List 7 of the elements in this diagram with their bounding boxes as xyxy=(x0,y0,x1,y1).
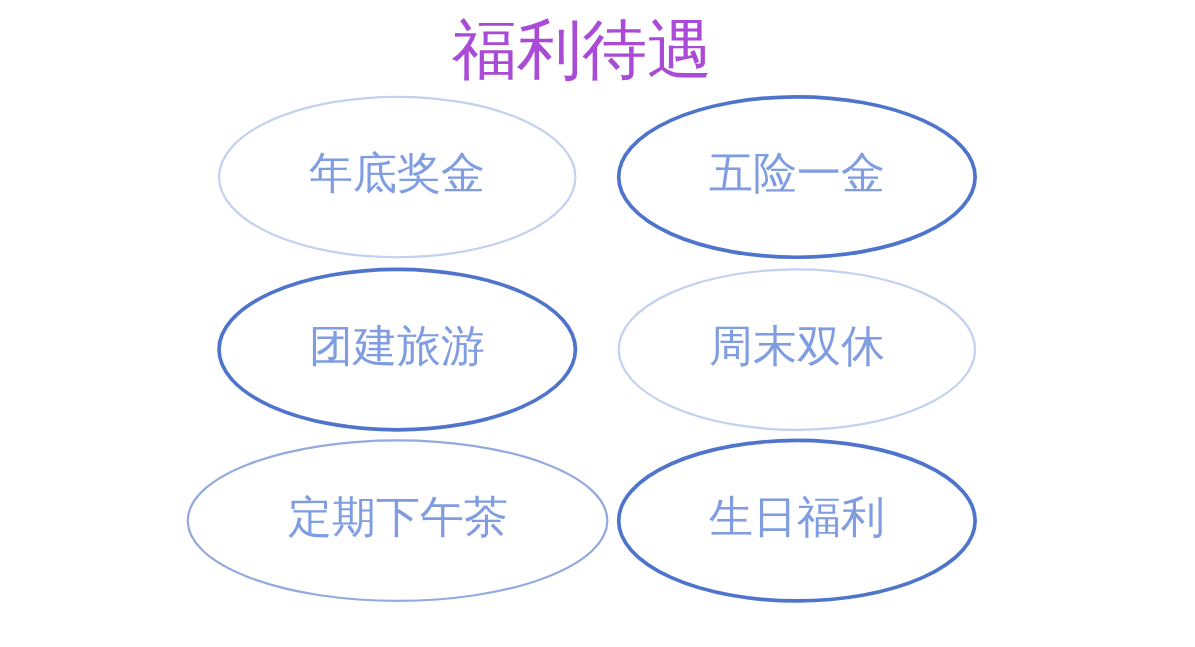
node-ellipse: 五险一金 xyxy=(616,94,977,260)
node-ellipse: 团建旅游 xyxy=(217,267,578,432)
node-ellipse: 年底奖金 xyxy=(217,95,577,259)
diagram-title: 福利待遇 xyxy=(451,11,712,87)
node-ellipse: 周末双休 xyxy=(617,268,977,431)
node-ellipse: 生日福利 xyxy=(616,438,977,603)
node-ellipse: 定期下午茶 xyxy=(186,439,609,602)
